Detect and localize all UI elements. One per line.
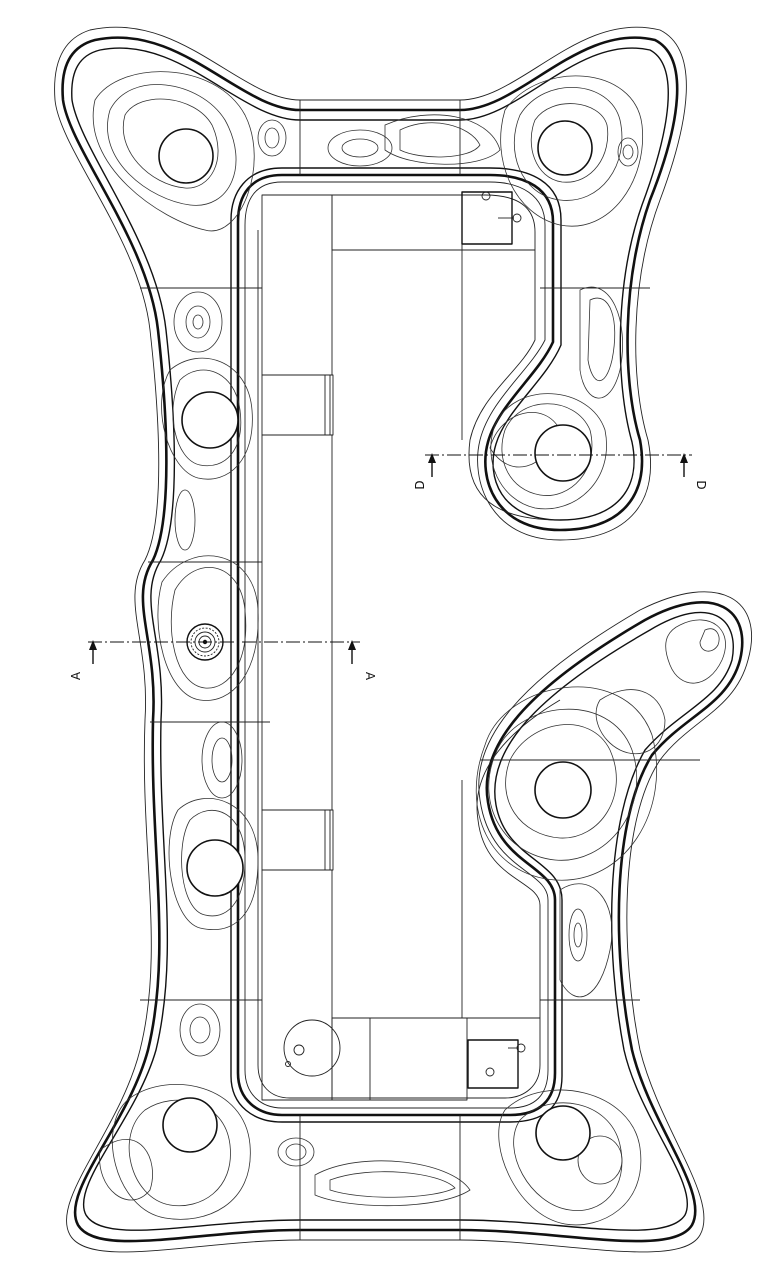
boss-bottom-right [535,1105,591,1161]
outer-boundary-line-3 [71,47,734,1231]
boss-bottom-left [162,1097,218,1153]
boss-right-lower [534,761,592,819]
boss-top-left [158,128,214,184]
cavity-wall-lower [476,699,561,906]
corner-boxes [283,191,526,1089]
surface-contours [92,71,726,1226]
cavity-wall-left [257,230,541,1099]
boss-left-upper [181,391,239,449]
boss-right-upper [534,424,592,482]
mounting-bosses [158,120,593,1161]
central-blocks [261,194,540,1101]
boss-top-right [537,120,593,176]
section-line-d: D D [413,453,708,490]
panel-division-lines [140,100,700,1240]
outer-frame [54,26,753,1253]
outer-boundary-line-2 [61,36,744,1243]
section-d-right-label: D [694,480,708,489]
section-a-right-label: A [363,672,377,681]
bottom-left-drain [283,1019,341,1077]
outer-boundary-line-1 [54,26,753,1253]
inner-cavity [257,194,561,1099]
section-a-left-label: A [69,671,83,680]
section-d-left-label: D [413,480,427,489]
cavity-inner-line [290,194,561,521]
boss-left-lower [186,839,244,897]
section-line-a: A A [69,640,377,681]
bottom-corner-box [467,1039,519,1089]
